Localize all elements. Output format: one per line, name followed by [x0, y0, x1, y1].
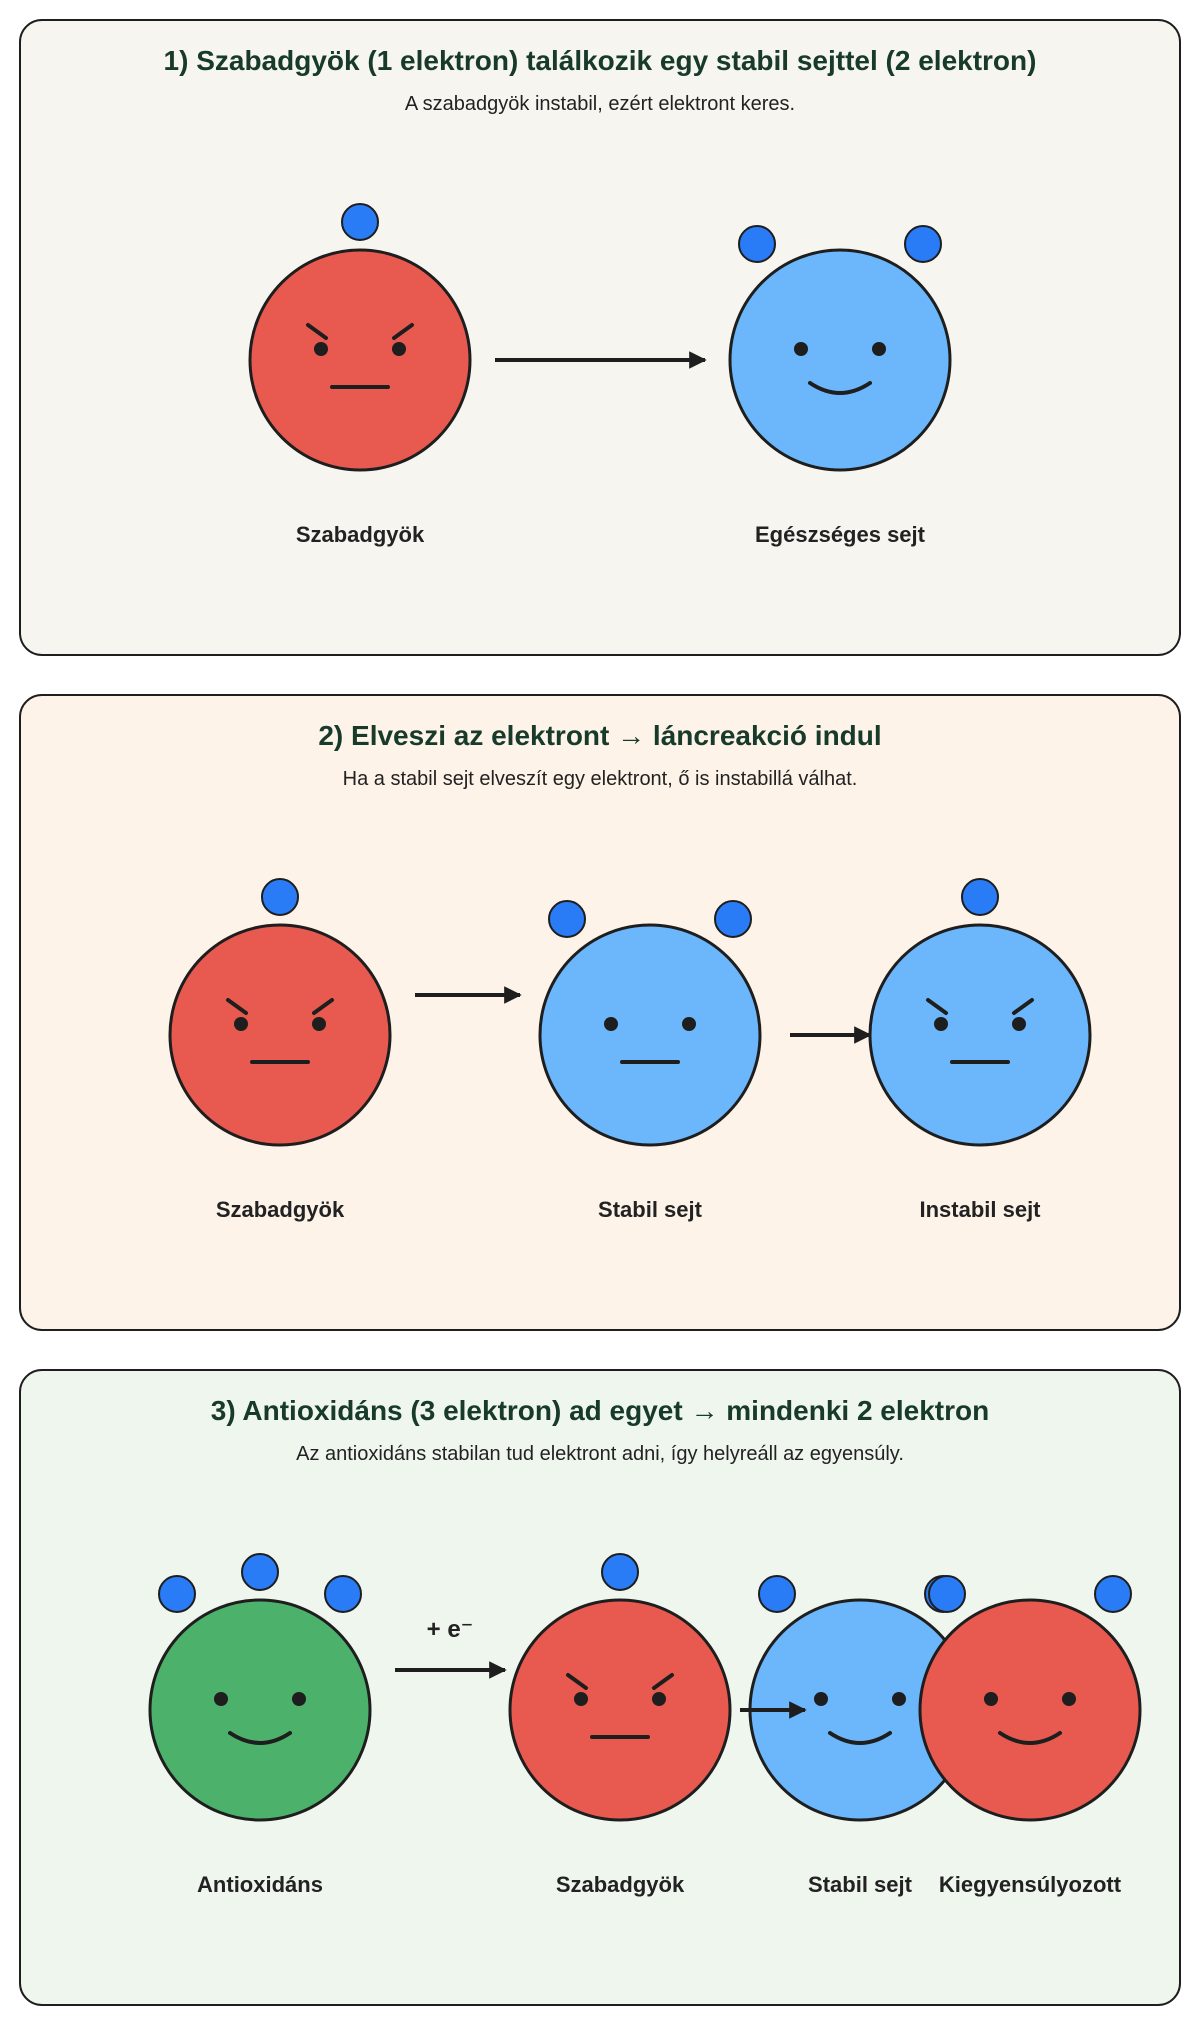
panel-1-background [19, 19, 1181, 656]
label-free-radical: Szabadgyök [556, 1872, 685, 1897]
eye [814, 1692, 828, 1706]
stable-cell-body [538, 923, 762, 1147]
eye [892, 1692, 906, 1706]
eye [682, 1017, 696, 1031]
electron [1094, 1575, 1132, 1613]
electron [261, 878, 299, 916]
angry-eyebrow [392, 323, 414, 340]
balanced-character [918, 1575, 1142, 1822]
panel-2-subtitle: Ha a stabil sejt elveszít egy elektront,… [343, 768, 858, 790]
electron-transfer-label: + e⁻ [427, 1616, 474, 1643]
eye [292, 1692, 306, 1706]
smile-mouth [828, 1731, 892, 1745]
panel-3: 3) Antioxidáns (3 elektron) ad egyet → m… [19, 1369, 1181, 2006]
unstable-cell-character [868, 878, 1092, 1147]
electron [904, 225, 942, 263]
angry-eyebrow [566, 1673, 588, 1690]
label-stable-cell: Stabil sejt [598, 1197, 703, 1222]
stable-cell-character [538, 900, 762, 1147]
eye [1012, 1017, 1026, 1031]
free-radical-character [168, 878, 392, 1147]
label-free-radical: Szabadgyök [296, 522, 425, 547]
label-balanced: Kiegyensúlyozott [939, 1872, 1122, 1897]
electron [714, 900, 752, 938]
eye [872, 342, 886, 356]
eye [574, 1692, 588, 1706]
panel-1: 1) Szabadgyök (1 elektron) találkozik eg… [19, 19, 1181, 656]
antioxidant-character [148, 1553, 372, 1822]
eye [314, 342, 328, 356]
unstable-cell-body [868, 923, 1092, 1147]
label-antioxidant: Antioxidáns [197, 1872, 323, 1897]
angry-eyebrow [652, 1673, 674, 1690]
antioxidant-body [148, 1598, 372, 1822]
smile-mouth [228, 1731, 292, 1745]
free-radical-body [168, 923, 392, 1147]
electron [158, 1575, 196, 1613]
label-stable-cell: Stabil sejt [808, 1872, 913, 1897]
panel-1-title: 1) Szabadgyök (1 elektron) találkozik eg… [164, 45, 1037, 76]
smile-mouth [998, 1731, 1062, 1745]
eye [392, 342, 406, 356]
free-radical-body [508, 1598, 732, 1822]
label-free-radical: Szabadgyök [216, 1197, 345, 1222]
label-unstable-cell: Instabil sejt [919, 1197, 1041, 1222]
eye [1062, 1692, 1076, 1706]
label-healthy-cell: Egészséges sejt [755, 522, 926, 547]
eye [934, 1017, 948, 1031]
eye [234, 1017, 248, 1031]
electron [738, 225, 776, 263]
panel-2: 2) Elveszi az elektront → láncreakció in… [19, 694, 1181, 1331]
eye [794, 342, 808, 356]
electron [241, 1553, 279, 1591]
electron [601, 1553, 639, 1591]
healthy-cell-body [728, 248, 952, 472]
angry-eyebrow [1012, 998, 1034, 1015]
angry-eyebrow [926, 998, 948, 1015]
electron [758, 1575, 796, 1613]
electron [548, 900, 586, 938]
eye [604, 1017, 618, 1031]
panel-3-title: 3) Antioxidáns (3 elektron) ad egyet → m… [211, 1395, 989, 1426]
balanced-body [918, 1598, 1142, 1822]
angry-eyebrow [306, 323, 328, 340]
panel-1-subtitle: A szabadgyök instabil, ezért elektront k… [405, 93, 795, 115]
free-radical-body [248, 248, 472, 472]
eye [984, 1692, 998, 1706]
healthy-cell-character [728, 225, 952, 472]
free-radical-character [508, 1553, 732, 1822]
electron [324, 1575, 362, 1613]
panel-3-subtitle: Az antioxidáns stabilan tud elektront ad… [296, 1443, 904, 1465]
smile-mouth [808, 381, 872, 395]
panel-2-title: 2) Elveszi az elektront → láncreakció in… [318, 720, 881, 751]
electron [341, 203, 379, 241]
eye [214, 1692, 228, 1706]
eye [652, 1692, 666, 1706]
angry-eyebrow [226, 998, 248, 1015]
electron [928, 1575, 966, 1613]
angry-eyebrow [312, 998, 334, 1015]
free-radical-character [248, 203, 472, 472]
eye [312, 1017, 326, 1031]
electron [961, 878, 999, 916]
